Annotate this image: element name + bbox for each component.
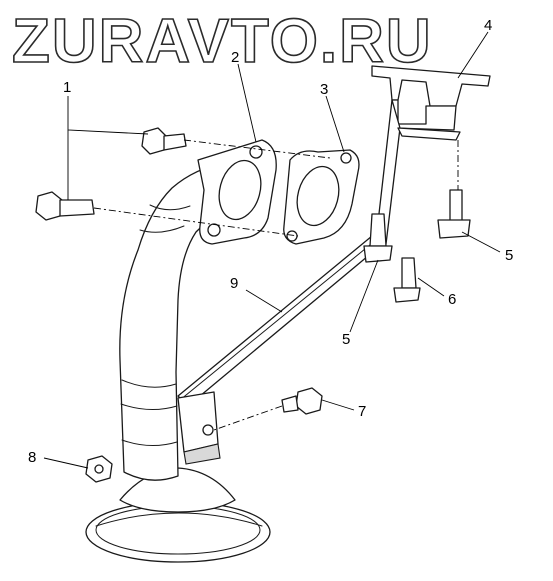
nut-8	[85, 455, 113, 483]
callout-5-left: 5	[342, 331, 350, 348]
bolt-7	[281, 387, 323, 415]
callout-3: 3	[320, 81, 328, 98]
rod-clamp	[177, 391, 221, 465]
support-rod	[177, 235, 381, 407]
pipe-flange	[197, 139, 277, 245]
gasket	[283, 149, 360, 245]
leader-lines	[43, 31, 501, 469]
bolt-5-right	[437, 189, 471, 239]
oil-strainer	[85, 467, 271, 563]
watermark: ZURAVTO.RU	[12, 7, 433, 76]
callout-8: 8	[28, 449, 36, 466]
callout-9: 9	[230, 275, 238, 292]
bolt-7-axis	[213, 405, 283, 431]
callout-6: 6	[448, 291, 456, 308]
bolt-upper	[141, 127, 187, 155]
bolt-6	[393, 257, 421, 303]
mounting-bracket	[371, 65, 491, 245]
bolt-5-left	[363, 213, 393, 263]
callout-4: 4	[484, 17, 492, 34]
callout-1: 1	[63, 79, 71, 96]
bolt-axis-lower	[93, 207, 299, 237]
callout-5-right: 5	[505, 247, 513, 264]
bolt-lower	[35, 191, 95, 221]
callout-7: 7	[358, 403, 366, 420]
bolt-axis-upper	[183, 139, 331, 159]
callout-2: 2	[231, 49, 239, 66]
